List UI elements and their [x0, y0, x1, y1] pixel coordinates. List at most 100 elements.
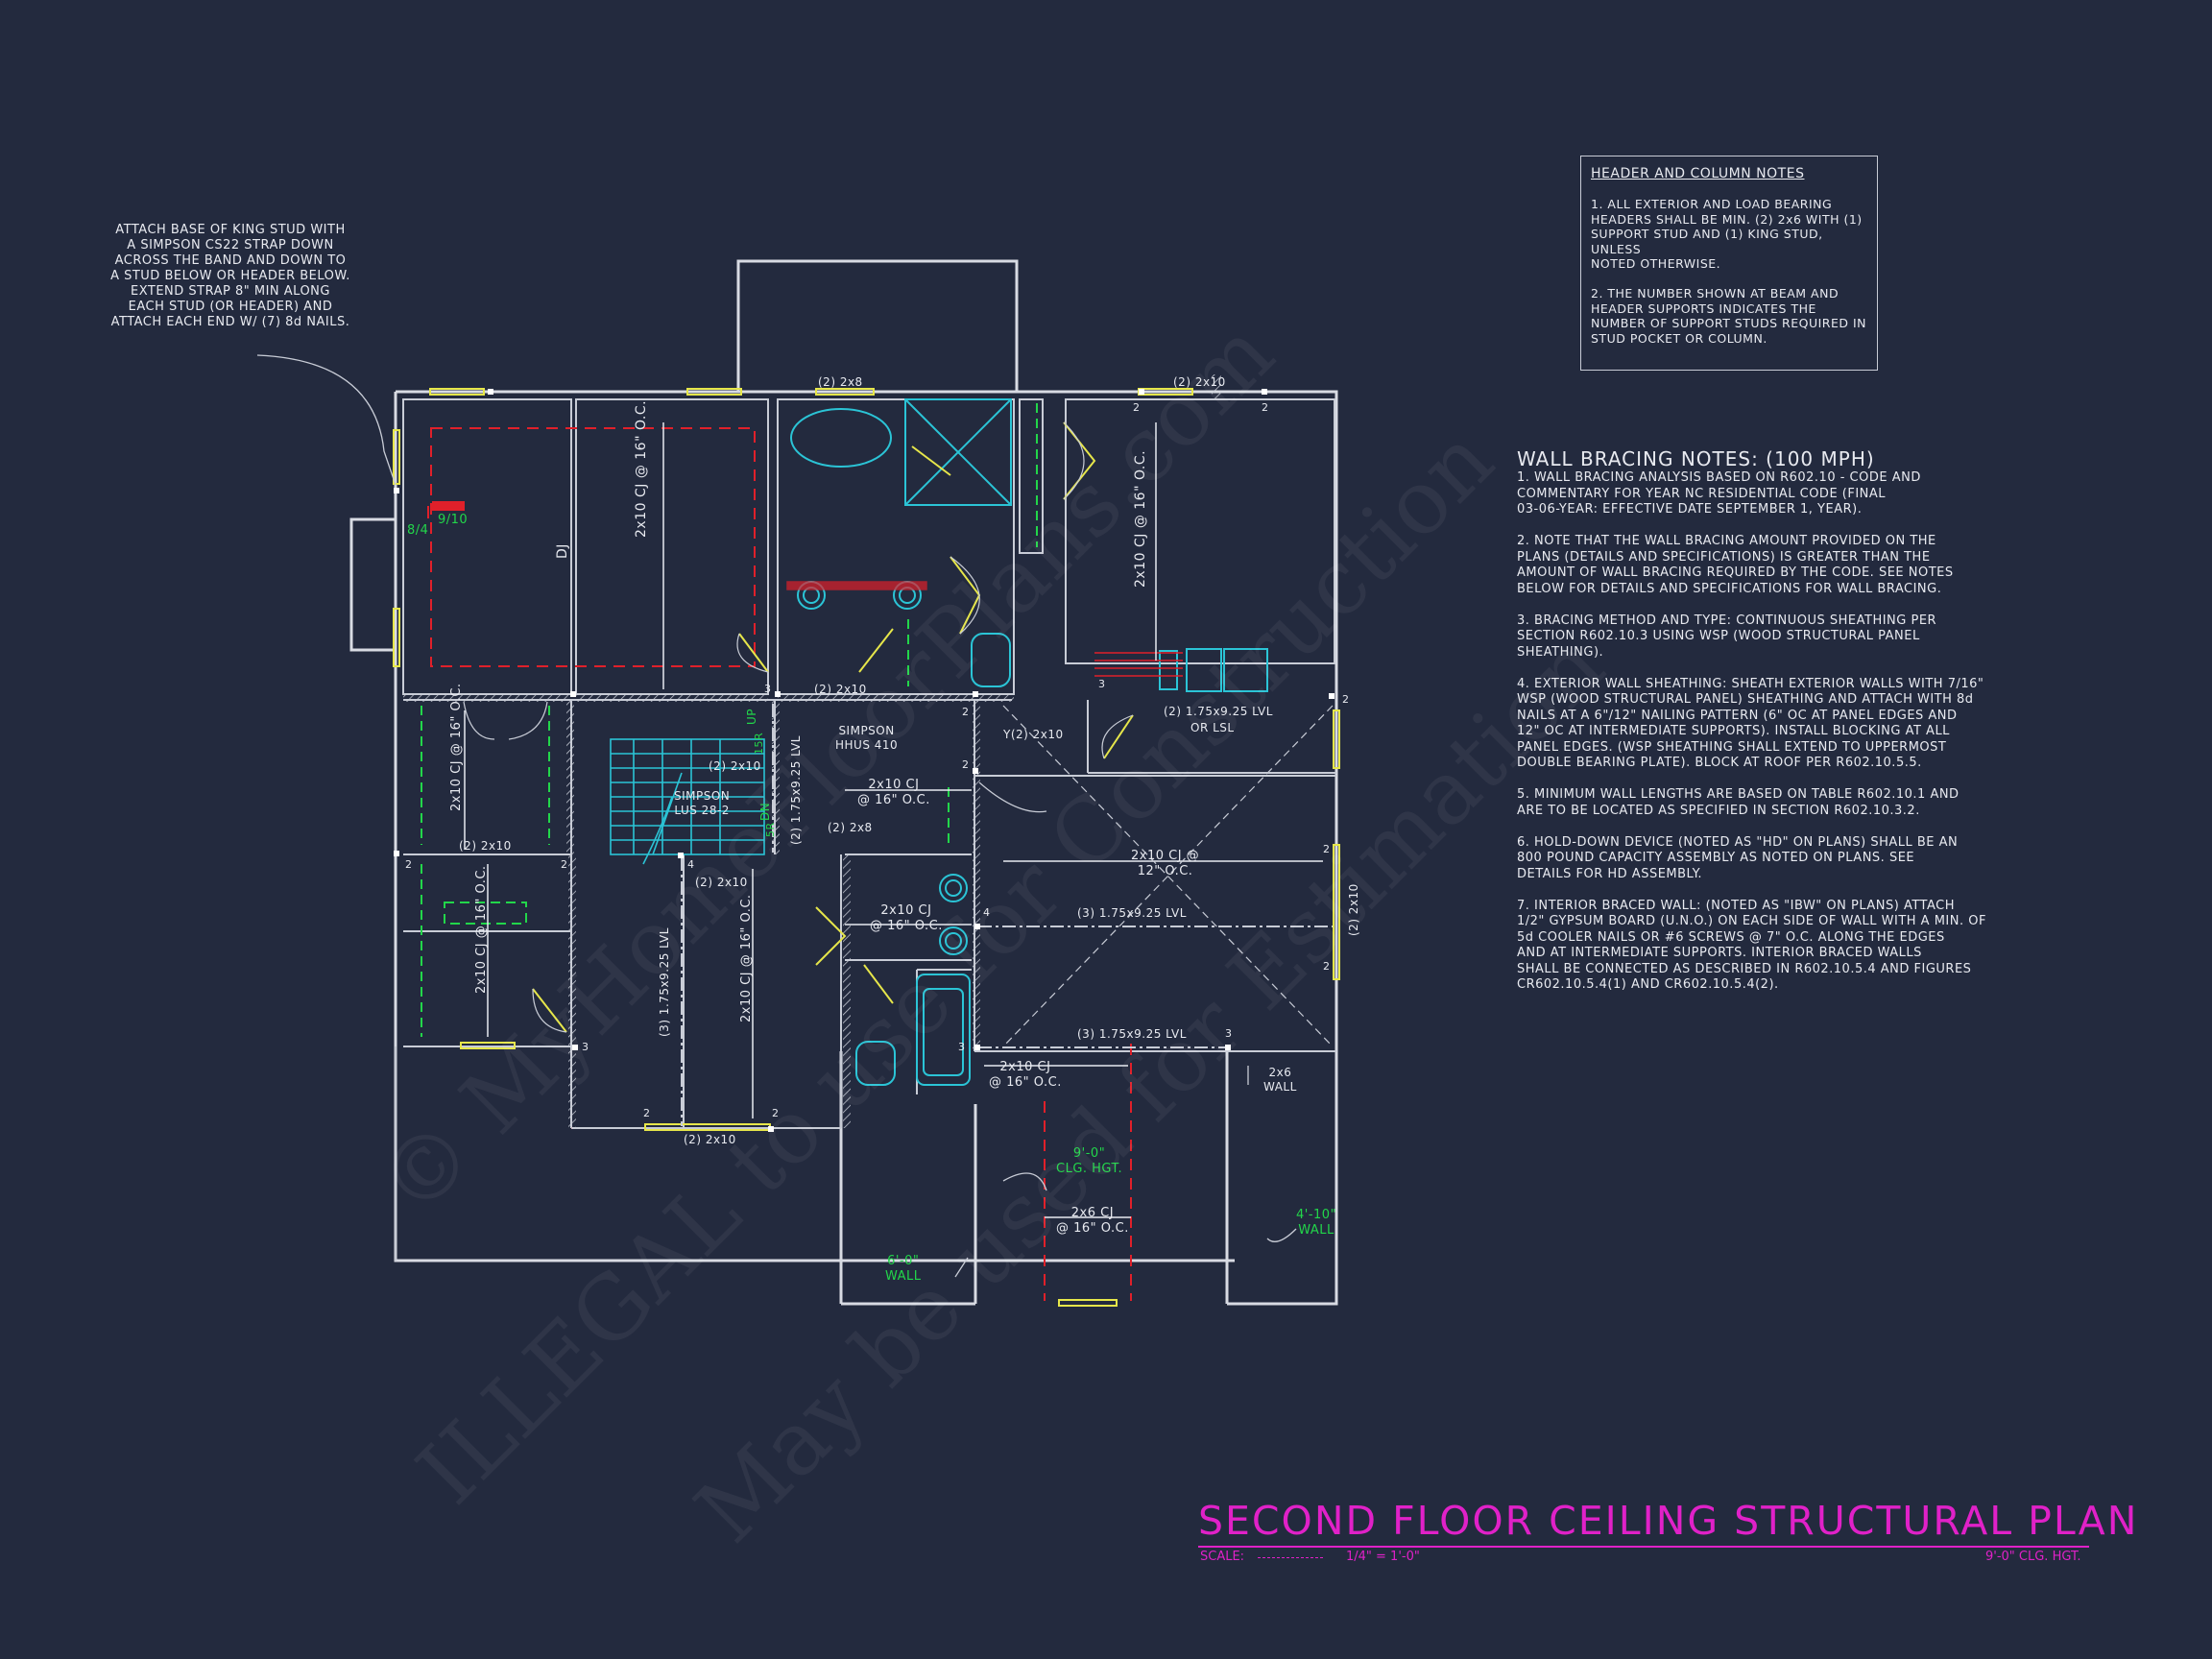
- wb-line: SHEATHING).: [1517, 644, 1604, 660]
- label-cj-hall: 2x10 CJ@ 16" O.C.: [857, 778, 930, 808]
- cj-label: 2x10 CJ: [739, 971, 754, 1022]
- label-hd-a: 8/4: [407, 523, 429, 538]
- label-wall-410: 4'-10"WALL: [1296, 1208, 1336, 1238]
- header-column-notes-box: HEADER AND COLUMN NOTES 1. ALL EXTERIOR …: [1580, 156, 1878, 371]
- clg-hgt-b: CLG. HGT.: [1056, 1162, 1123, 1176]
- support-num: 2: [1323, 843, 1331, 855]
- wall-6-b: WALL: [885, 1269, 922, 1284]
- header-column-notes-title: HEADER AND COLUMN NOTES: [1591, 166, 1805, 181]
- cj-label: 2x10 CJ: [634, 483, 649, 538]
- door-arcs: [463, 421, 1134, 1033]
- note-line: NUMBER OF SUPPORT STUDS REQUIRED IN: [1591, 316, 1867, 330]
- cj-spacing: @ 16" O.C.: [989, 1075, 1062, 1090]
- wb-line: [1517, 772, 1987, 788]
- stair: [610, 738, 765, 865]
- cj-label: 2x10 CJ: [868, 778, 920, 792]
- cj-spacing: 12" O.C.: [1137, 864, 1193, 878]
- cj-label: 2x10 CJ: [999, 1060, 1051, 1074]
- label-up: UP: [745, 708, 758, 725]
- ceiling-height-note: 9'-0" CLG. HGT.: [1985, 1550, 2081, 1564]
- label-cj-left-bottom: 2x10 CJ @ 16" O.C.: [474, 865, 489, 994]
- label-wall-6: 6'-0"WALL: [885, 1254, 922, 1285]
- callout-line: EACH STUD (OR HEADER) AND: [128, 300, 333, 314]
- cj-label: 2x10 CJ: [449, 759, 464, 811]
- wb-line: 6. HOLD-DOWN DEVICE (NOTED AS "HD" ON PL…: [1517, 834, 1959, 850]
- joist-span-arrows: [464, 422, 1323, 1218]
- label-or-lsl: OR LSL: [1190, 721, 1235, 734]
- label-cj-bath: 2x10 CJ@ 16" O.C.: [870, 903, 943, 934]
- cj-label: 2x10 CJ: [880, 903, 932, 918]
- label-hdr-2x8: (2) 2x8: [828, 821, 873, 834]
- header-column-notes-body: 1. ALL EXTERIOR AND LOAD BEARING HEADERS…: [1591, 197, 1871, 346]
- wb-line: 4. EXTERIOR WALL SHEATHING: SHEATH EXTER…: [1517, 676, 1984, 691]
- wb-line: 5. MINIMUM WALL LENGTHS ARE BASED ON TAB…: [1517, 787, 1960, 802]
- support-num: 2: [1323, 960, 1331, 973]
- wb-line: PANEL EDGES. (WSP SHEATHING SHALL EXTEND…: [1517, 739, 1947, 755]
- callout-line: A SIMPSON CS22 STRAP DOWN: [127, 238, 334, 252]
- label-hdr-2x10-c: (2) 2x10: [459, 839, 512, 853]
- wb-line: 3. BRACING METHOD AND TYPE: CONTINUOUS S…: [1517, 613, 1937, 628]
- cj-spacing: @ 16" O.C.: [870, 919, 943, 933]
- wb-line: 7. INTERIOR BRACED WALL: (NOTED AS "IBW"…: [1517, 898, 1955, 913]
- door-swings: [532, 421, 1134, 1033]
- wb-line: 1/2" GYPSUM BOARD (U.N.O.) ON EACH SIDE …: [1517, 914, 1986, 928]
- label-cj-2x6: 2x6 CJ@ 16" O.C.: [1056, 1206, 1129, 1237]
- drawing-title: SECOND FLOOR CEILING STRUCTURAL PLAN: [1198, 1498, 2139, 1544]
- cj-label: 2x10 CJ: [474, 942, 489, 994]
- wb-line: 800 POUND CAPACITY ASSEMBLY AS NOTED ON …: [1517, 851, 1915, 865]
- support-num: 2: [772, 1107, 780, 1119]
- support-num: 2: [962, 706, 970, 718]
- wall-2x6-a: 2x6: [1268, 1066, 1292, 1079]
- cj-2x6-a: 2x6 CJ: [1070, 1206, 1115, 1220]
- wb-line: 12" OC AT INTERMEDIATE SUPPORTS). INSTAL…: [1517, 724, 1950, 738]
- wall-bracing-title: WALL BRACING NOTES: (100 MPH): [1517, 447, 1875, 470]
- support-num: 2: [405, 858, 413, 871]
- wb-line: AMOUNT OF WALL BRACING REQUIRED BY THE C…: [1517, 565, 1954, 580]
- wb-line: SECTION R602.10.3 USING WSP (WOOD STRUCT…: [1517, 629, 1920, 643]
- support-num: 2: [1342, 693, 1350, 706]
- support-num: 2: [962, 758, 970, 771]
- wb-line: [1517, 882, 1987, 899]
- simpson-hhus-a: SIMPSON: [838, 724, 895, 737]
- strap-callout: ATTACH BASE OF KING STUD WITH A SIMPSON …: [106, 223, 355, 330]
- support-num: 3: [958, 1041, 966, 1053]
- simpson-hhus-b: HHUS 410: [835, 738, 899, 752]
- note-line: [1591, 272, 1871, 287]
- cj-spacing: @ 16" O.C.: [474, 865, 489, 939]
- note-line: STUD POCKET OR COLUMN.: [1591, 330, 1767, 346]
- support-num: 2: [643, 1107, 651, 1119]
- wb-line: WSP (WOOD STRUCTURAL PANEL) SHEATHING AN…: [1517, 692, 1974, 707]
- support-num: 3: [1098, 678, 1106, 690]
- label-hdr-2x10-d: (2) 2x10: [695, 876, 748, 889]
- cj-spacing: @ 16" O.C.: [857, 793, 930, 807]
- leader-lines: [256, 354, 1297, 1278]
- vault-cross: [1002, 705, 1334, 1047]
- cj-label: 2x10 CJ: [1133, 533, 1148, 588]
- wb-line: CR602.10.5.4(1) AND CR602.10.5.4(2).: [1517, 977, 1779, 992]
- wb-line: SHALL BE CONNECTED AS DESCRIBED IN R602.…: [1517, 961, 1972, 976]
- wb-line: 5d COOLER NAILS OR #6 SCREWS @ 7" O.C. A…: [1517, 929, 1945, 945]
- wb-line: 1. WALL BRACING ANALYSIS BASED ON R602.1…: [1517, 470, 1921, 485]
- wb-line: [1517, 819, 1987, 835]
- cj-spacing: @ 16" O.C.: [1056, 1221, 1129, 1236]
- support-num: 4: [687, 858, 695, 871]
- hold-down-marker: [427, 501, 465, 518]
- scale-dash-line: [1258, 1557, 1323, 1558]
- wb-line: [1517, 597, 1987, 613]
- callout-line: ATTACH BASE OF KING STUD WITH: [115, 223, 346, 237]
- column-marks: [394, 389, 1334, 1132]
- dropped-ceiling-outline: [430, 427, 1132, 1301]
- support-num: 2: [1262, 401, 1269, 414]
- support-num: 3: [764, 683, 772, 695]
- wb-line: COMMENTARY FOR YEAR NC RESIDENTIAL CODE …: [1517, 486, 1887, 501]
- callout-line: EXTEND STRAP 8" MIN ALONG: [131, 284, 330, 299]
- support-num: 3: [1225, 1027, 1233, 1040]
- support-num: 2: [561, 858, 568, 871]
- wb-line: DOUBLE BEARING PLATE). BLOCK AT ROOF PER…: [1517, 756, 1922, 770]
- label-lvl-3: (3) 1.75x9.25 LVL: [1077, 906, 1187, 920]
- label-cj-bedroom: 2x10 CJ @ 16" O.C.: [634, 400, 649, 538]
- label-lvl-3-b: (3) 1.75x9.25 LVL: [1077, 1027, 1187, 1041]
- cj-spacing: @ 16" O.C.: [449, 683, 464, 757]
